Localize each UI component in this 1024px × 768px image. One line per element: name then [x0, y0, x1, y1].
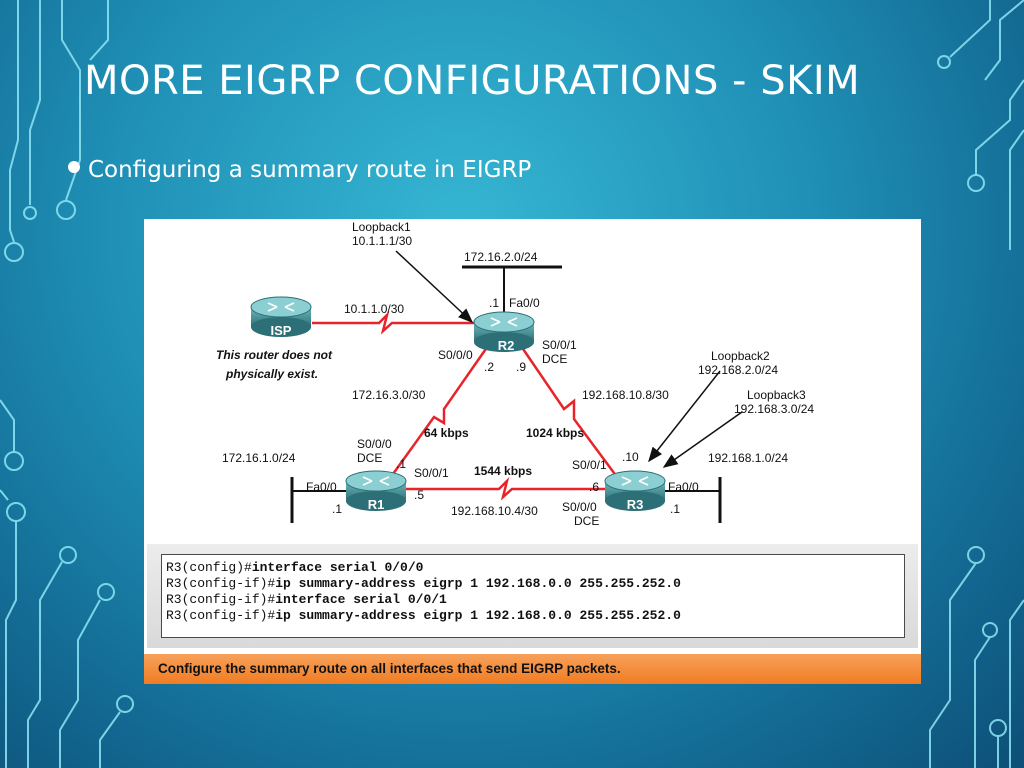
r2-r3-link — [517, 342, 622, 482]
slide-title: MORE EIGRP CONFIGURATIONS - SKIM — [84, 58, 861, 104]
bullet-text: Configuring a summary route in EIGRP — [88, 157, 532, 183]
r2-s000: S0/0/0 — [438, 348, 473, 362]
r2-lan-net: 172.16.2.0/24 — [464, 250, 538, 264]
r2-fa-if: Fa0/0 — [509, 296, 540, 310]
command-prompt: R3(config-if)# — [166, 592, 276, 607]
router-isp: ISP — [250, 296, 312, 338]
loopback1-addr: 10.1.1.1/30 — [352, 234, 412, 248]
command-prompt: R3(config-if)# — [166, 576, 276, 591]
bullet-dot-icon — [68, 161, 80, 173]
r2-s001: S0/0/1 — [542, 338, 577, 352]
command-text: interface serial 0/0/0 — [251, 560, 424, 575]
command-line: R3(config-if)#ip summary-address eigrp 1… — [166, 608, 904, 624]
r3-s001-host: .10 — [622, 450, 639, 464]
r1-fa-if: Fa0/0 — [306, 480, 337, 494]
caption-text: Configure the summary route on all inter… — [158, 661, 621, 676]
caption-bar: Configure the summary route on all inter… — [144, 654, 921, 684]
loopback1-name: Loopback1 — [352, 220, 411, 234]
r1-s001-host: .5 — [414, 488, 424, 502]
isp-note-line2: physically exist. — [225, 367, 318, 381]
command-panel: R3(config)#interface serial 0/0/0 R3(con… — [147, 544, 918, 648]
command-prompt: R3(config)# — [166, 560, 252, 575]
r1-dce: DCE — [357, 451, 382, 465]
command-text: ip summary-address eigrp 1 192.168.0.0 2… — [275, 608, 681, 623]
r1-fa-host: .1 — [332, 502, 342, 516]
r2-host-right: .9 — [516, 360, 526, 374]
router-r1: R1 — [345, 470, 407, 512]
r3-fa-host: .1 — [670, 502, 680, 516]
router-r3-label: R3 — [627, 497, 644, 512]
eigrp-topology-figure: ISP R2 R1 R3 Loopback1 10.1.1.1/30 172.1… — [144, 219, 921, 684]
command-line: R3(config-if)#interface serial 0/0/1 — [166, 592, 904, 608]
r3-s001: S0/0/1 — [572, 458, 607, 472]
r1-r2-net: 172.16.3.0/30 — [352, 388, 426, 402]
r2-r3-bw: 1024 kbps — [526, 426, 584, 440]
loopback3-name: Loopback3 — [747, 388, 806, 402]
r1-r2-link — [386, 342, 492, 482]
r2-dce: DCE — [542, 352, 567, 366]
r3-fa-if: Fa0/0 — [668, 480, 699, 494]
isp-r2-net: 10.1.1.0/30 — [344, 302, 404, 316]
command-output-box: R3(config)#interface serial 0/0/0 R3(con… — [161, 554, 905, 638]
command-text: interface serial 0/0/1 — [275, 592, 447, 607]
command-line: R3(config)#interface serial 0/0/0 — [166, 560, 904, 576]
r1-r3-net: 192.168.10.4/30 — [451, 504, 538, 518]
loopback3-arrow — [662, 411, 743, 468]
loopback2-name: Loopback2 — [711, 349, 770, 363]
loopback1-arrow — [395, 250, 474, 324]
r1-s001: S0/0/1 — [414, 466, 449, 480]
r2-host-left: .2 — [484, 360, 494, 374]
command-text: ip summary-address eigrp 1 192.168.0.0 2… — [275, 576, 681, 591]
r2-r3-net: 192.168.10.8/30 — [582, 388, 669, 402]
isp-note-line1: This router does not — [216, 348, 333, 362]
router-isp-label: ISP — [271, 323, 292, 338]
router-r2-label: R2 — [498, 338, 515, 353]
r1-r3-bw: 1544 kbps — [474, 464, 532, 478]
r3-dce: DCE — [574, 514, 599, 528]
r1-r3-link — [404, 476, 609, 501]
router-r2: R2 — [473, 311, 535, 353]
command-prompt: R3(config-if)# — [166, 608, 276, 623]
command-line: R3(config-if)#ip summary-address eigrp 1… — [166, 576, 904, 592]
r1-s000-host: .1 — [396, 457, 406, 471]
r1-r2-bw: 64 kbps — [424, 426, 469, 440]
isp-r2-link — [312, 310, 479, 335]
loopback2-arrow — [648, 370, 721, 463]
loopback2-addr: 192.168.2.0/24 — [698, 363, 778, 377]
loopback3-addr: 192.168.3.0/24 — [734, 402, 814, 416]
r3-lan-net: 192.168.1.0/24 — [708, 451, 788, 465]
router-r1-label: R1 — [368, 497, 385, 512]
r1-lan-net: 172.16.1.0/24 — [222, 451, 296, 465]
r3-s000-host: .6 — [589, 480, 599, 494]
topology-diagram: ISP R2 R1 R3 Loopback1 10.1.1.1/30 172.1… — [216, 220, 814, 528]
r3-s000: S0/0/0 — [562, 500, 597, 514]
r1-s000: S0/0/0 — [357, 437, 392, 451]
bullet-item: Configuring a summary route in EIGRP — [68, 157, 531, 183]
router-r3: R3 — [604, 470, 666, 512]
r2-fa-host: .1 — [489, 296, 499, 310]
